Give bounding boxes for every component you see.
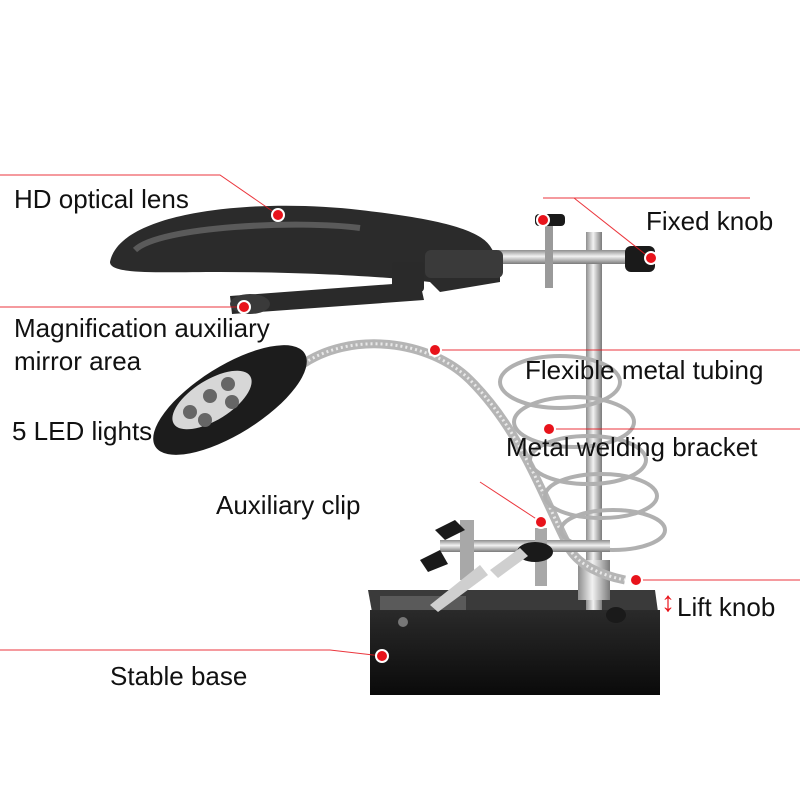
callout-dot-mirror <box>237 300 251 314</box>
magnifier-lens <box>110 205 503 292</box>
welding-bracket-spiral <box>498 354 667 552</box>
label-magnification-line-2: mirror area <box>14 346 142 376</box>
label-magnification-line-1: Magnification auxiliary <box>14 313 270 343</box>
label-fixed-knob: Fixed knob <box>646 206 774 236</box>
label-flexible-metal-tubing: Flexible metal tubing <box>525 355 764 385</box>
callout-dot-base <box>375 649 389 663</box>
up-down-arrow-icon: ↕ <box>661 586 675 617</box>
lift-knob <box>606 607 626 623</box>
led-light-head <box>153 345 307 455</box>
gooseneck-tube <box>297 339 626 585</box>
support-post <box>578 232 610 610</box>
callout-dot-fixed-knob-1 <box>536 213 550 227</box>
callout-dot-lens <box>271 208 285 222</box>
callout-dot-fixed-knob-2 <box>644 251 658 265</box>
callout-dot-clip <box>534 515 548 529</box>
auxiliary-clips <box>420 520 610 612</box>
callout-dots <box>237 208 658 663</box>
fixed-knob-bracket <box>498 214 655 288</box>
label-hd-optical-lens: HD optical lens <box>14 184 189 214</box>
label-auxiliary-clip: Auxiliary clip <box>216 490 361 520</box>
stable-base <box>368 590 660 695</box>
callout-dot-welding <box>542 422 556 436</box>
label-metal-welding-bracket: Metal welding bracket <box>506 432 758 462</box>
label-stable-base: Stable base <box>110 661 248 691</box>
callout-dot-tubing <box>428 343 442 357</box>
leader-lines <box>0 174 800 657</box>
label-5-led-lights: 5 LED lights <box>12 416 153 446</box>
label-lift-knob: Lift knob <box>677 592 776 622</box>
callout-dot-lift <box>629 573 643 587</box>
